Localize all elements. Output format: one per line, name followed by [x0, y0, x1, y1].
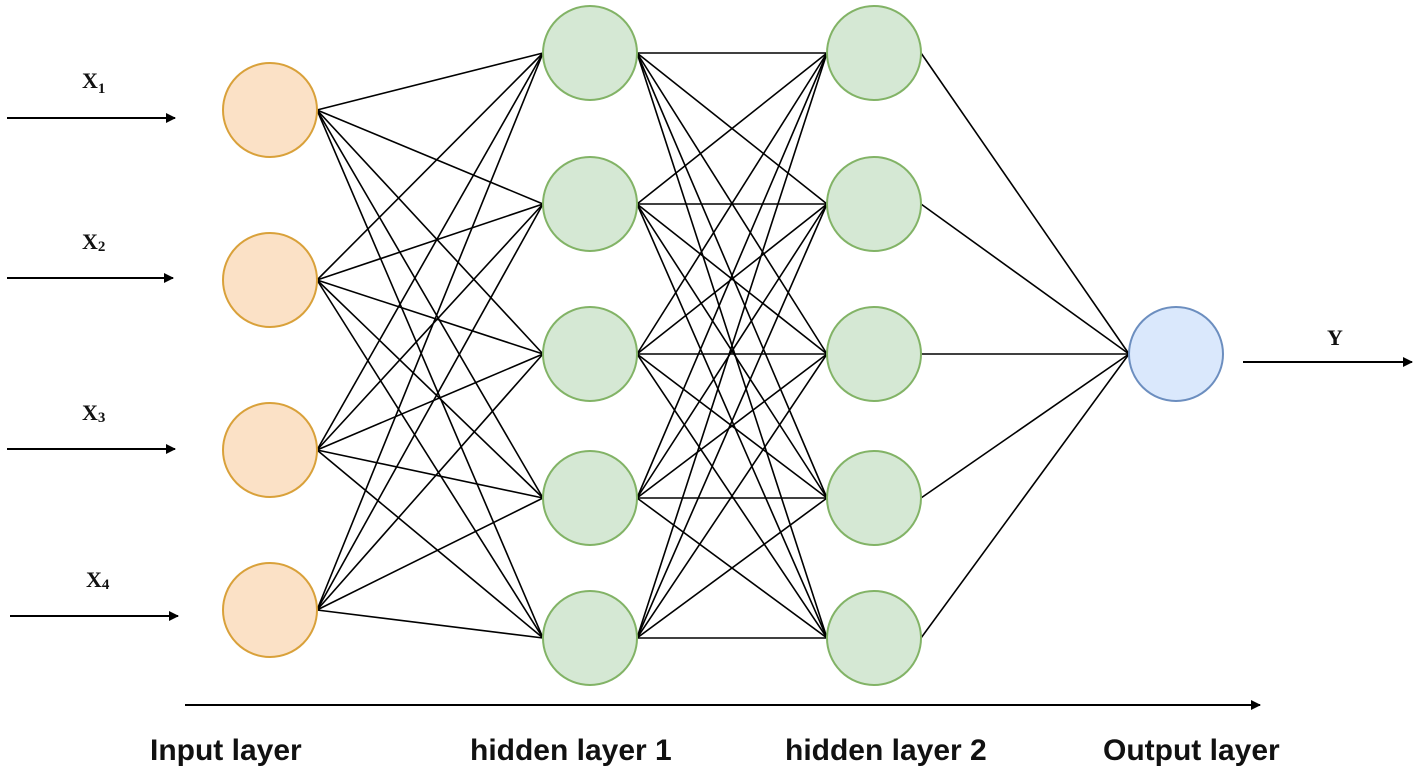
output-label: Y [1327, 325, 1343, 350]
input-node-3 [222, 402, 318, 498]
hidden2-node-4 [826, 450, 922, 546]
connection-l2-2-1 [636, 52, 828, 205]
input-labels: X1 X2 X3 X4 [82, 68, 110, 593]
connection-l3-5-1 [920, 353, 1130, 639]
connection-l2-4-3 [636, 353, 828, 499]
connection-l2-5-2 [636, 203, 828, 639]
input-label-1: X1 [82, 68, 105, 97]
layer-label-output: Output layer [1103, 734, 1280, 767]
connection-l1-4-3 [316, 353, 544, 611]
hidden2-node-3 [826, 306, 922, 402]
connection-l1-3-5 [316, 449, 544, 639]
connection-l1-2-3 [316, 279, 544, 355]
connection-l2-3-2 [636, 203, 828, 355]
connection-l2-3-1 [636, 52, 828, 355]
hidden2-node-1 [826, 5, 922, 101]
connection-l1-4-2 [316, 203, 544, 611]
layer-label-hidden-2: hidden layer 2 [785, 734, 987, 767]
input-label-3-base: X [82, 400, 98, 425]
output-node-1 [1128, 306, 1224, 402]
connection-l1-1-4 [316, 109, 544, 499]
connection-l1-4-1 [316, 52, 544, 611]
input-node-4 [222, 562, 318, 658]
hidden1-node-2 [542, 156, 638, 252]
connection-l1-1-1 [316, 52, 544, 111]
hidden1-node-3 [542, 306, 638, 402]
connection-l1-2-4 [316, 279, 544, 499]
hidden1-node-1 [542, 5, 638, 101]
input-node-2 [222, 232, 318, 328]
connections [316, 52, 1130, 639]
connection-l3-1-1 [920, 52, 1130, 355]
connection-l1-2-2 [316, 203, 544, 281]
input-label-3-sub: 3 [98, 410, 106, 426]
connection-l1-1-2 [316, 109, 544, 205]
hidden1-node-5 [542, 590, 638, 686]
connection-l1-2-1 [316, 52, 544, 281]
input-label-4: X4 [86, 567, 110, 593]
connection-l1-1-3 [316, 109, 544, 355]
connection-l1-4-5 [316, 609, 544, 639]
input-label-1-sub: 1 [98, 81, 106, 97]
layer-label-hidden-1: hidden layer 1 [470, 734, 672, 767]
input-label-2-sub: 2 [98, 239, 106, 255]
connection-l3-4-1 [920, 353, 1130, 499]
hidden2-node-2 [826, 156, 922, 252]
connection-l2-4-1 [636, 52, 828, 499]
connection-l1-3-4 [316, 449, 544, 499]
input-label-2: X2 [82, 229, 105, 255]
connection-l2-5-4 [636, 497, 828, 639]
connection-l1-3-3 [316, 353, 544, 451]
nodes [222, 5, 1224, 686]
input-label-4-base: X [86, 567, 102, 592]
connection-l1-3-1 [316, 52, 544, 451]
hidden1-node-4 [542, 450, 638, 546]
connection-l1-1-5 [316, 109, 544, 639]
connection-l1-3-2 [316, 203, 544, 451]
input-arrows [7, 113, 179, 621]
connection-l1-2-5 [316, 279, 544, 639]
connection-l3-2-1 [920, 203, 1130, 355]
input-label-4-sub: 4 [102, 577, 110, 593]
input-label-2-base: X [82, 229, 98, 254]
connection-l2-5-1 [636, 52, 828, 639]
connection-l2-4-2 [636, 203, 828, 499]
input-node-1 [222, 62, 318, 158]
hidden2-node-5 [826, 590, 922, 686]
connection-l1-4-4 [316, 497, 544, 611]
input-label-3: X3 [82, 400, 105, 426]
connection-l2-5-3 [636, 353, 828, 639]
input-label-1-base: X [82, 68, 98, 93]
layer-label-input: Input layer [150, 734, 302, 767]
